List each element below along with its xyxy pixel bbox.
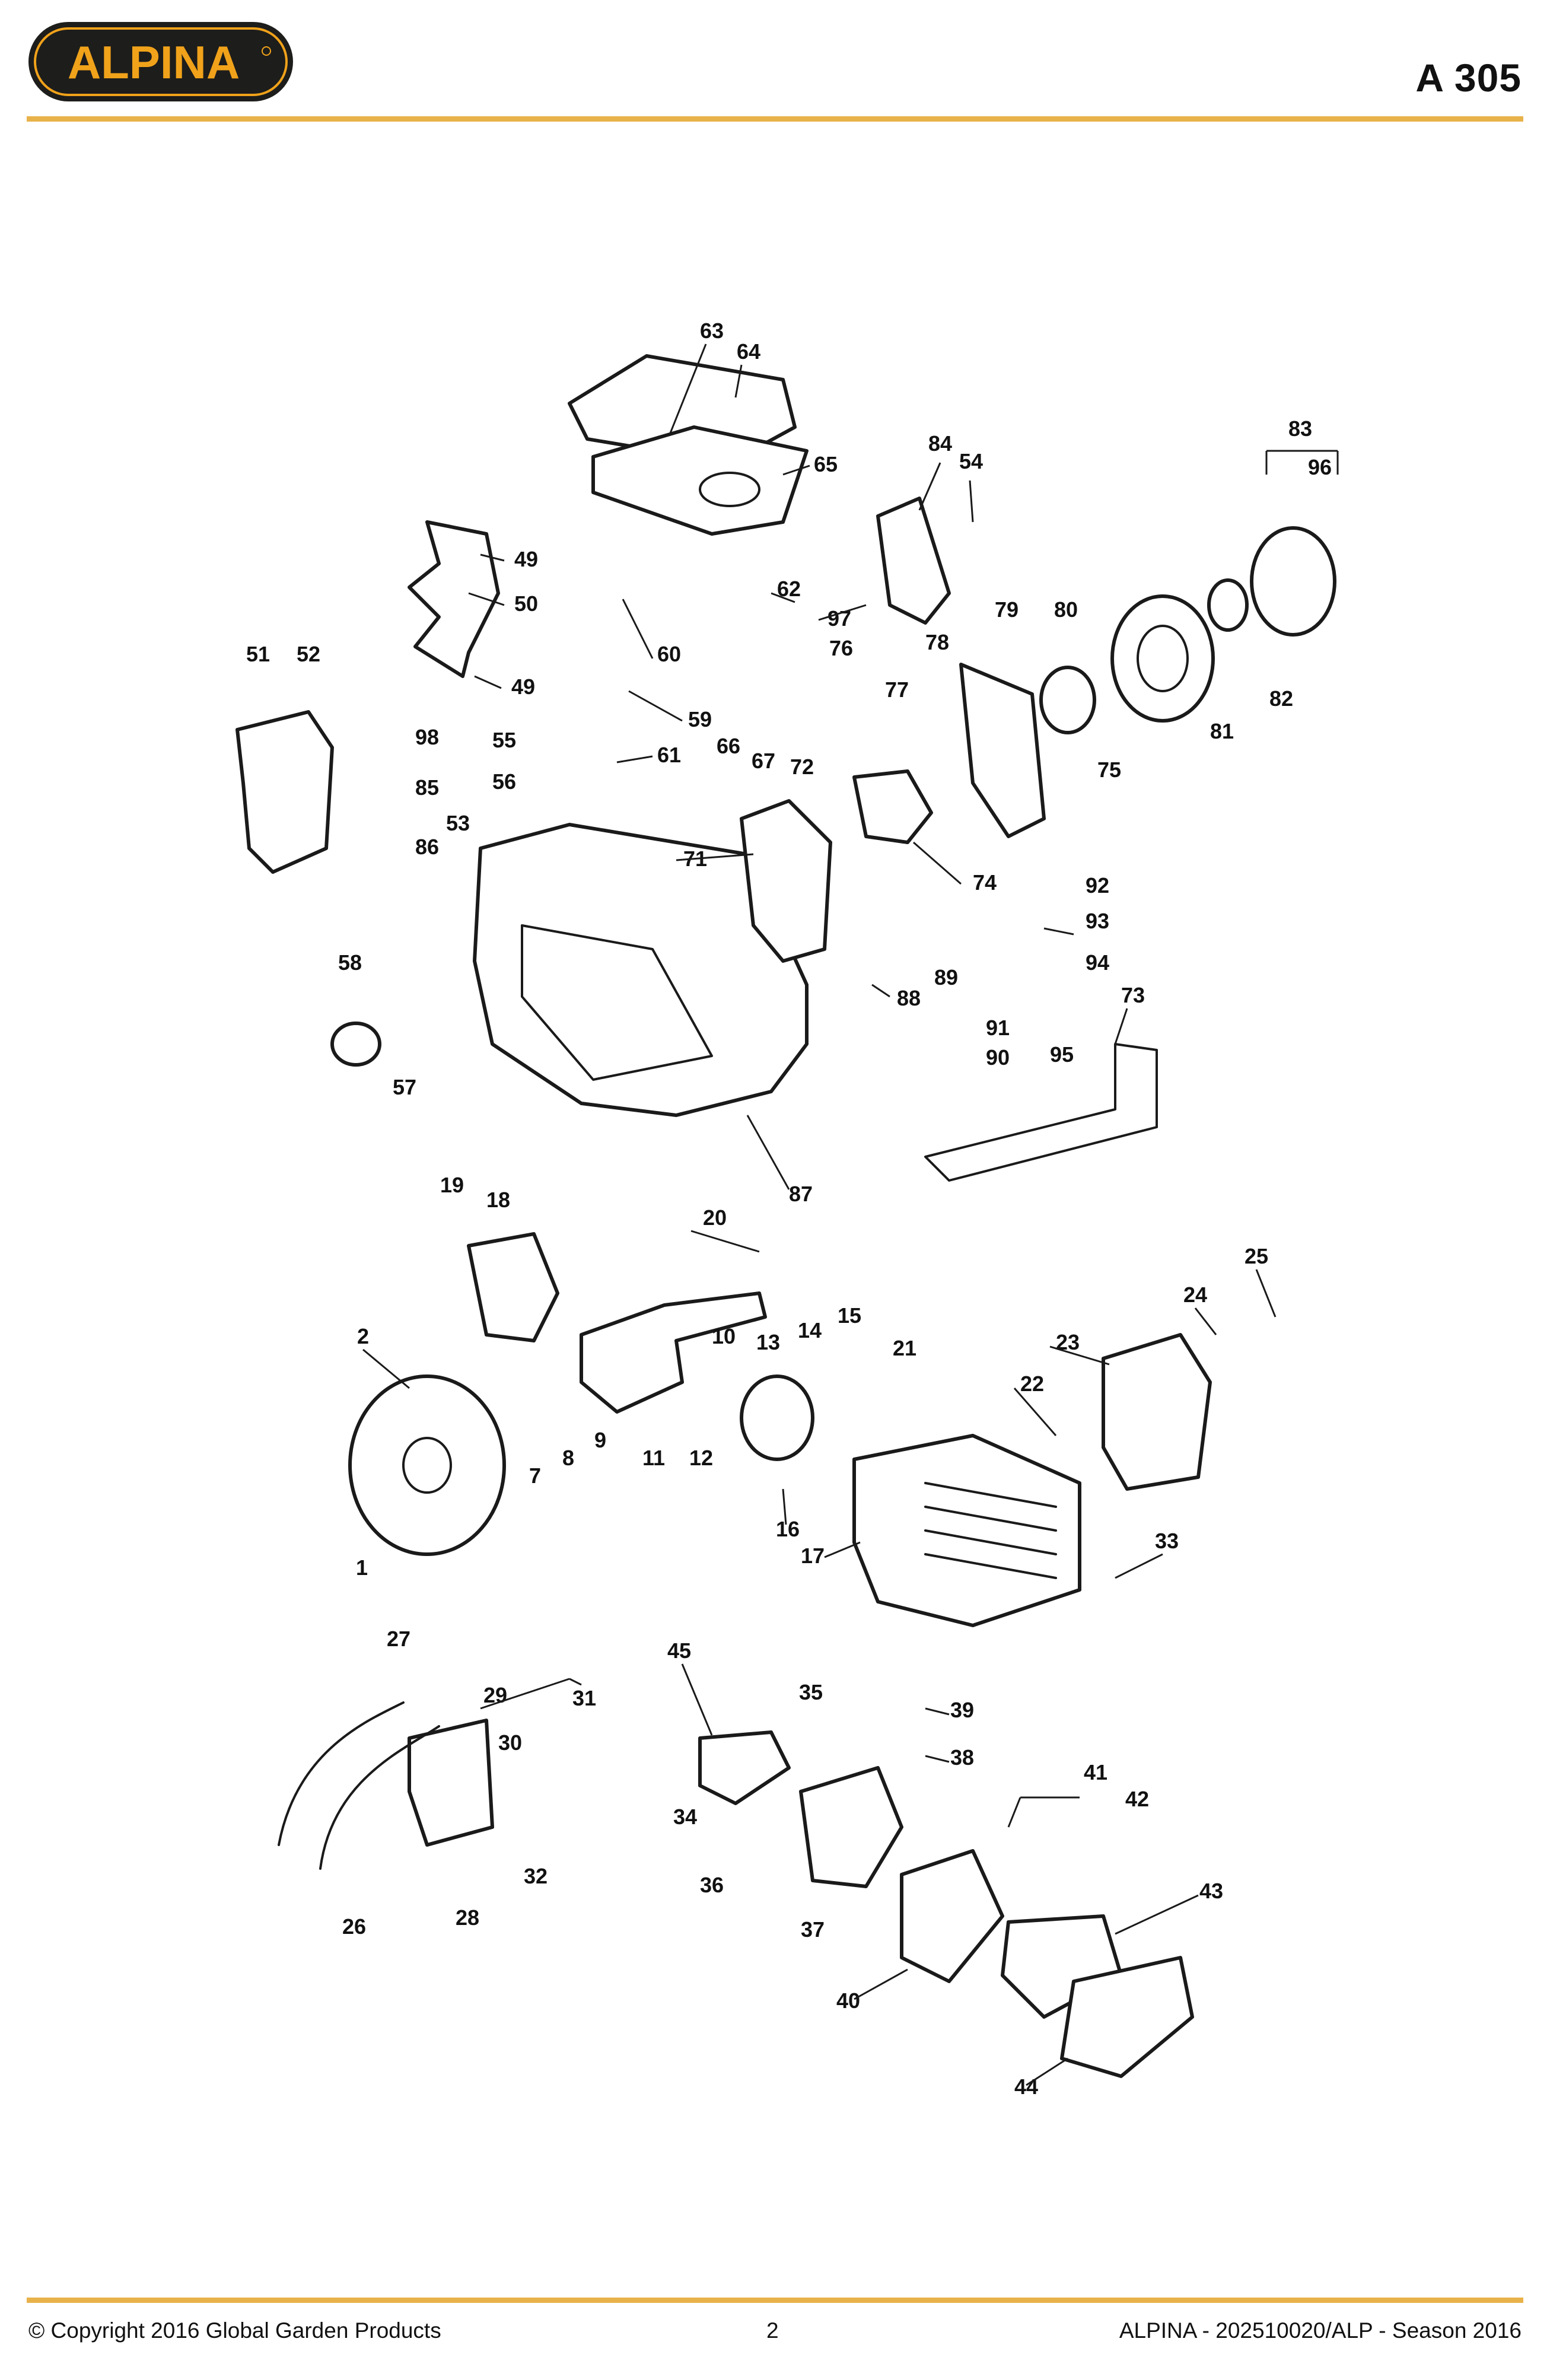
callout-58: 58 — [338, 950, 362, 975]
callout-15: 15 — [838, 1303, 861, 1328]
callout-44: 44 — [1014, 2074, 1038, 2099]
callout-65: 65 — [814, 452, 838, 476]
callout-88: 88 — [897, 986, 921, 1010]
callout-90: 90 — [986, 1045, 1010, 1070]
callout-40: 40 — [836, 1988, 860, 2013]
callout-76: 76 — [829, 636, 853, 660]
callout-85: 85 — [415, 775, 439, 800]
callout-33: 33 — [1155, 1529, 1179, 1553]
callout-17: 17 — [801, 1544, 825, 1568]
callout-95: 95 — [1050, 1042, 1074, 1067]
callout-1: 1 — [356, 1555, 368, 1580]
callout-51: 51 — [246, 642, 270, 666]
callout-28: 28 — [456, 1905, 479, 1930]
callout-57: 57 — [393, 1075, 416, 1099]
callout-45: 45 — [667, 1638, 691, 1663]
callout-14: 14 — [798, 1318, 822, 1342]
callout-79: 79 — [995, 597, 1019, 622]
callout-89: 89 — [934, 965, 958, 989]
callout-34: 34 — [673, 1805, 697, 1829]
callout-74: 74 — [973, 870, 997, 895]
callout-63: 63 — [700, 319, 724, 343]
leader-lines — [362, 343, 1339, 2086]
header-divider — [27, 116, 1523, 122]
callout-7: 7 — [529, 1463, 541, 1488]
callout-12: 12 — [689, 1446, 713, 1470]
callout-87: 87 — [789, 1182, 813, 1206]
callout-55: 55 — [492, 728, 516, 752]
callout-32: 32 — [524, 1864, 548, 1888]
callout-2: 2 — [357, 1324, 369, 1348]
callout-21: 21 — [893, 1336, 916, 1360]
callout-38: 38 — [950, 1745, 974, 1770]
callout-96: 96 — [1308, 455, 1332, 479]
callout-92: 92 — [1086, 873, 1109, 898]
callout-24: 24 — [1183, 1283, 1207, 1307]
callout-64: 64 — [737, 339, 760, 364]
callout-25: 25 — [1245, 1244, 1268, 1268]
callout-86: 86 — [415, 835, 439, 859]
callout-94: 94 — [1086, 950, 1109, 975]
callout-98: 98 — [415, 725, 439, 749]
callout-82: 82 — [1269, 686, 1293, 711]
callout-80: 80 — [1054, 597, 1078, 622]
callout-31: 31 — [572, 1686, 596, 1710]
callout-81: 81 — [1210, 719, 1234, 743]
callout-54: 54 — [959, 449, 983, 473]
callout-72: 72 — [790, 755, 814, 779]
parts-drawing — [235, 354, 1336, 2078]
alpina-logo: ALPINA — [28, 22, 293, 101]
callout-84: 84 — [928, 431, 952, 456]
footer-divider — [27, 2298, 1523, 2303]
callout-56: 56 — [492, 769, 516, 794]
callout-52: 52 — [297, 642, 320, 666]
callout-78: 78 — [925, 630, 949, 654]
callout-27: 27 — [387, 1627, 410, 1651]
callout-10: 10 — [712, 1324, 736, 1348]
callout-41: 41 — [1084, 1760, 1107, 1784]
callout-59: 59 — [688, 707, 712, 731]
callout-61: 61 — [657, 743, 681, 767]
callout-91: 91 — [986, 1016, 1010, 1040]
callout-22: 22 — [1020, 1372, 1044, 1396]
callout-9: 9 — [594, 1428, 606, 1452]
copyright-text: © Copyright 2016 Global Garden Products — [28, 2318, 441, 2343]
callout-18: 18 — [486, 1188, 510, 1212]
callout-23: 23 — [1056, 1330, 1080, 1354]
model-title: A 305 — [1415, 56, 1522, 100]
callout-77: 77 — [885, 677, 909, 702]
callout-53: 53 — [446, 811, 470, 835]
callout-35: 35 — [799, 1680, 823, 1704]
callout-8: 8 — [562, 1446, 574, 1470]
callout-73: 73 — [1121, 983, 1145, 1007]
callout-43: 43 — [1199, 1879, 1223, 1903]
callout-11: 11 — [642, 1446, 665, 1470]
callout-13: 13 — [756, 1330, 780, 1354]
callout-labels: 1 2 7 8 9 10 11 12 13 14 15 16 17 18 19 … — [246, 319, 1332, 2099]
callout-20: 20 — [703, 1205, 727, 1230]
callout-30: 30 — [498, 1730, 522, 1755]
callout-83: 83 — [1288, 416, 1312, 441]
callout-50: 50 — [514, 591, 538, 616]
callout-49-top: 49 — [514, 547, 538, 571]
callout-37: 37 — [801, 1917, 825, 1942]
callout-49-bottom: 49 — [511, 674, 535, 699]
callout-67: 67 — [752, 749, 775, 773]
callout-93: 93 — [1086, 909, 1109, 933]
page-number: 2 — [766, 2318, 779, 2343]
document-reference: ALPINA - 202510020/ALP - Season 2016 — [1119, 2318, 1522, 2343]
callout-36: 36 — [700, 1873, 724, 1897]
callout-19: 19 — [440, 1173, 464, 1197]
callout-16: 16 — [776, 1517, 800, 1541]
callout-39: 39 — [950, 1698, 974, 1722]
logo-text: ALPINA — [68, 36, 240, 88]
callout-60: 60 — [657, 642, 681, 666]
callout-75: 75 — [1097, 758, 1121, 782]
callout-26: 26 — [342, 1914, 366, 1939]
callout-42: 42 — [1125, 1787, 1149, 1811]
callout-66: 66 — [717, 734, 740, 758]
